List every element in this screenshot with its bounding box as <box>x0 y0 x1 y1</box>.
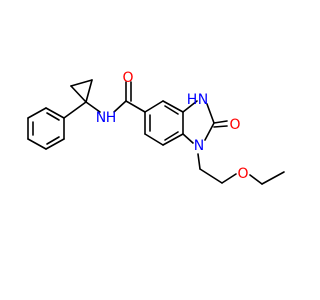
bond <box>70 79 93 87</box>
atom-o-urea: O <box>229 117 240 133</box>
bond <box>27 107 47 119</box>
bond <box>63 101 87 119</box>
bond <box>162 133 184 146</box>
bond <box>85 101 101 113</box>
ethoxyethyl-chain <box>197 153 285 185</box>
bond <box>221 173 237 184</box>
bond <box>182 133 194 144</box>
atom-labels: O N H H N O N O <box>96 70 249 182</box>
bond <box>213 125 228 128</box>
bond <box>144 133 164 146</box>
bond <box>197 153 201 170</box>
bond <box>45 107 65 119</box>
bond <box>70 85 87 103</box>
bond <box>46 136 60 145</box>
bond <box>46 112 60 121</box>
bond <box>164 105 179 115</box>
atom-h-imidazolone: H <box>187 92 198 108</box>
benzo-ring <box>144 100 184 146</box>
bond <box>261 171 285 185</box>
molecule-canvas: O N H H N O N O <box>27 70 285 185</box>
bond <box>162 100 184 113</box>
imidazolone-ring <box>182 100 228 144</box>
structure-diagram: O N H H N O N O <box>27 70 285 185</box>
bond <box>164 131 179 141</box>
atom-n1: N <box>194 138 204 154</box>
bond <box>45 138 65 150</box>
bond <box>206 103 215 124</box>
atom-o-amide: O <box>122 70 133 86</box>
bond <box>85 79 93 103</box>
bond <box>182 100 198 113</box>
bond <box>249 174 263 185</box>
atom-n-amide: N <box>96 110 106 126</box>
bond <box>199 168 223 184</box>
bond <box>204 122 215 141</box>
amide-group <box>113 81 146 113</box>
bond <box>144 100 164 113</box>
bond <box>125 100 146 113</box>
bond <box>213 120 228 124</box>
atom-o-ether: O <box>237 166 248 182</box>
atom-n-imidazolone: N <box>198 92 208 108</box>
bond <box>27 138 47 150</box>
phenyl-ring <box>27 107 65 150</box>
cyclopropyl-ring <box>63 79 101 119</box>
bond <box>113 100 127 113</box>
atom-h-amide: H <box>106 110 117 126</box>
